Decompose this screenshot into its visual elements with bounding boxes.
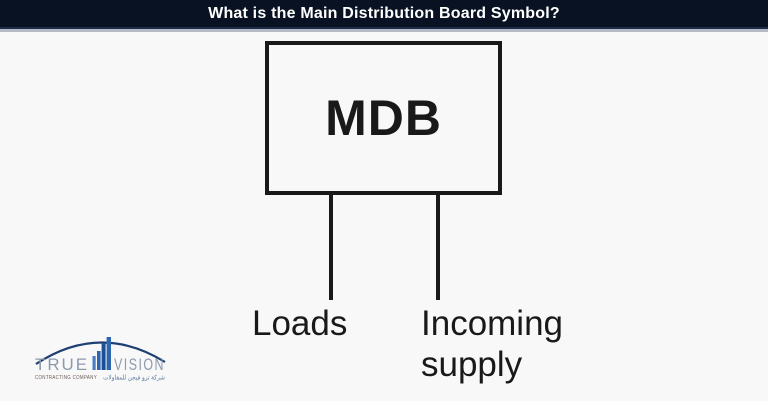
logo-brand-vision: VISION — [114, 355, 165, 374]
logo-tagline-ar: شركة ترو فيجن للمقاولات — [103, 375, 165, 382]
logo-tagline-en: CONTRACTING COMPANY — [35, 375, 97, 381]
mdb-box-label: MDB — [325, 90, 442, 146]
logo-brand-true: TRUE — [35, 355, 89, 374]
logo-arc-icon — [35, 341, 166, 365]
building-icon — [92, 337, 111, 370]
incoming-supply-connection-line — [436, 195, 440, 300]
header-bar: What is the Main Distribution Board Symb… — [0, 0, 768, 29]
incoming-supply-label: Incoming supply — [421, 304, 564, 384]
mdb-symbol-box: MDB — [265, 41, 502, 195]
loads-connection-line — [329, 195, 333, 300]
loads-label: Loads — [252, 304, 348, 343]
true-vision-logo: TRUE VISION CONTRACTING COMPANY شركة ترو… — [33, 330, 168, 384]
page-title: What is the Main Distribution Board Symb… — [208, 4, 560, 22]
